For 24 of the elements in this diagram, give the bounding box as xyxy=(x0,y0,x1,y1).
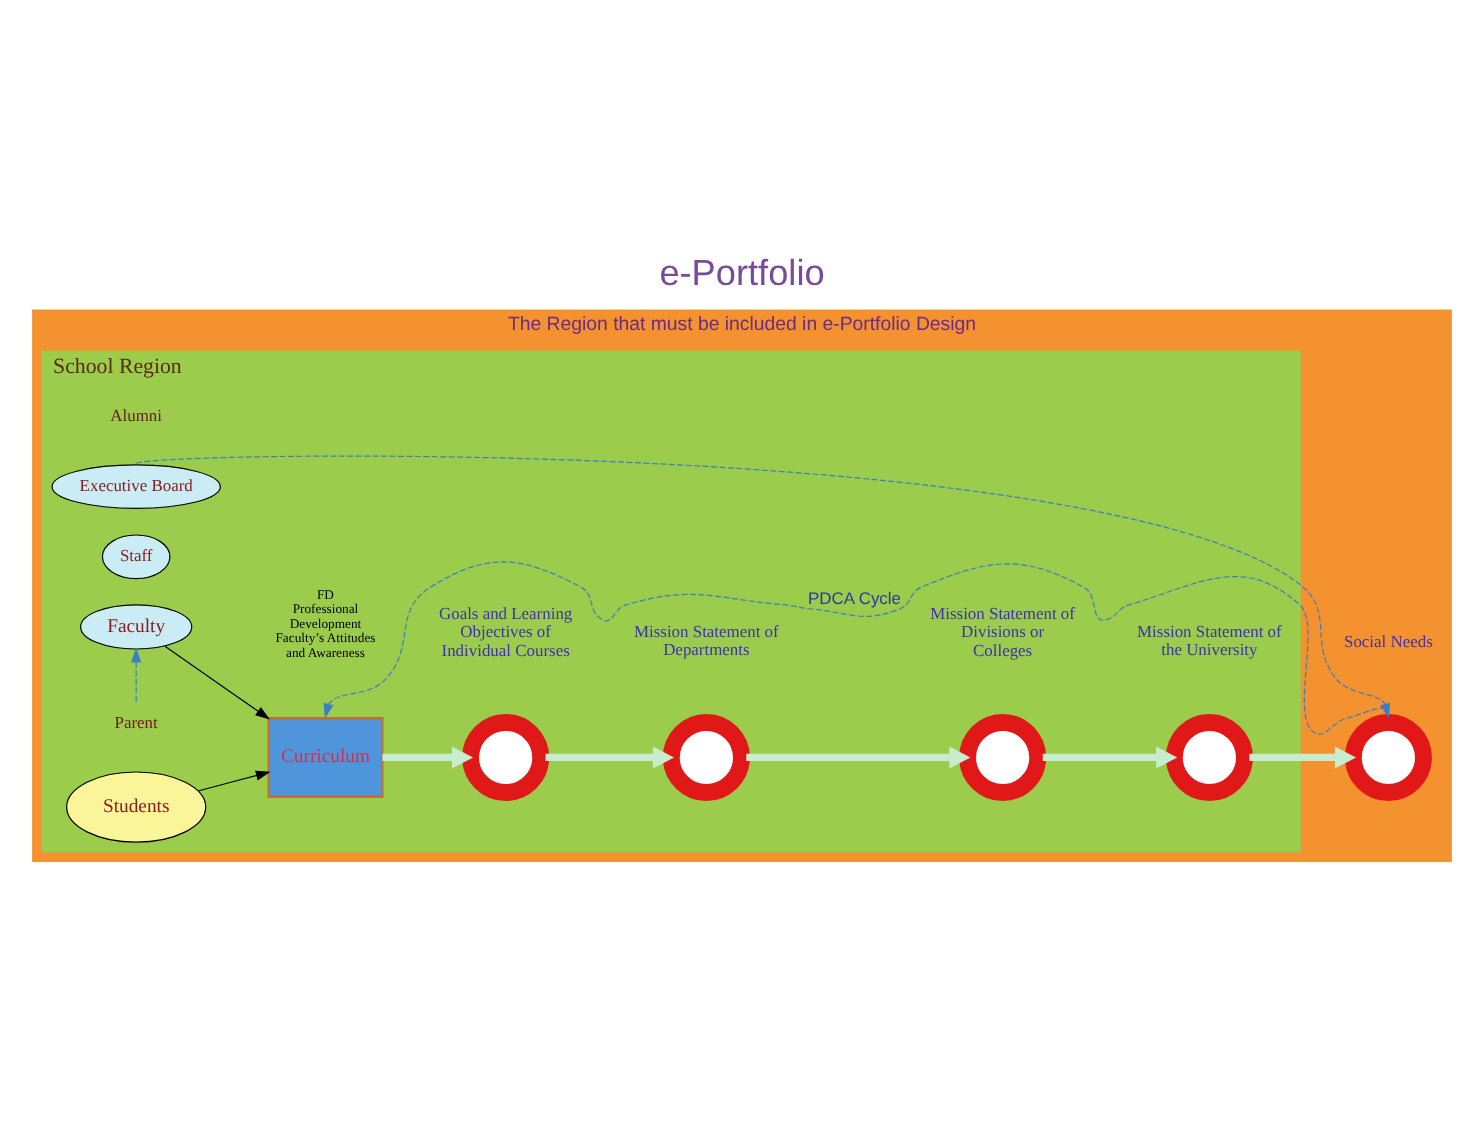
node-ellipse: Executive Board xyxy=(51,464,221,509)
node-label: Goals and Learning Objectives of Individual Courses xyxy=(438,603,573,660)
arrow xyxy=(1249,746,1356,769)
node-text: Parent xyxy=(114,712,158,733)
edge-label: PDCA Cycle xyxy=(808,588,902,609)
arrow xyxy=(131,647,142,703)
node-label: Social Needs xyxy=(1344,631,1433,652)
node-label: Mission Statement of Divisions or Colleges xyxy=(930,603,1075,660)
arrow xyxy=(746,746,971,769)
node-box: Curriculum xyxy=(267,717,384,798)
arrow xyxy=(197,770,271,792)
arrow xyxy=(545,746,675,769)
node-label: Mission Statement of the University xyxy=(1137,620,1282,659)
arrow xyxy=(164,645,270,720)
node-ellipse: Faculty xyxy=(80,604,193,650)
node-ellipse: Staff xyxy=(101,534,171,580)
arrow xyxy=(135,455,1391,719)
node-ellipse: Students xyxy=(66,771,207,843)
arrow xyxy=(323,561,1389,735)
arrow xyxy=(1042,746,1178,769)
label: Alumni xyxy=(110,404,163,425)
node-label: Mission Statement of Departments xyxy=(634,620,779,659)
diagram-title: e-Portfolio xyxy=(659,252,825,293)
arrow xyxy=(382,746,474,769)
